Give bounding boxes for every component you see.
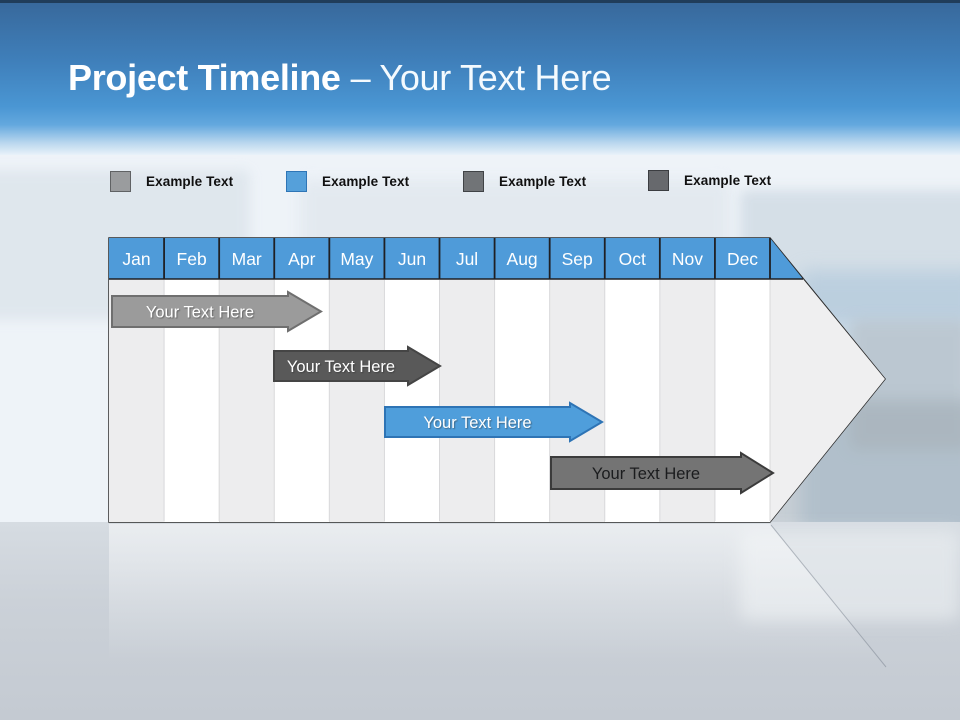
legend-item-2[interactable]: Example Text: [286, 171, 409, 192]
slide-title[interactable]: Project Timeline– Your Text Here: [68, 57, 612, 98]
timeline-bar-4[interactable]: Your Text Here: [550, 451, 775, 495]
month-label-jan: Jan: [122, 249, 150, 269]
title-bold-text: Project Timeline: [68, 57, 341, 98]
timeline-bar-2[interactable]: Your Text Here: [273, 345, 442, 387]
legend-label: Example Text: [684, 173, 772, 188]
bar-arrow-shape[interactable]: [273, 345, 442, 387]
legend-item-1[interactable]: Example Text: [110, 171, 233, 192]
month-label-feb: Feb: [177, 249, 207, 269]
header-cell-separators: [163, 238, 771, 279]
bar-label[interactable]: Your Text Here: [592, 465, 700, 483]
timeline-bar-3[interactable]: Your Text Here: [384, 401, 604, 443]
timeline-chart: Jan Feb Mar Apr May Jun Jul Aug Sep Oct …: [108, 237, 886, 523]
bar-arrow-shape[interactable]: [384, 401, 604, 443]
month-label-jun: Jun: [398, 249, 426, 269]
month-label-mar: Mar: [232, 249, 262, 269]
bar-arrow-shape[interactable]: [111, 290, 323, 333]
legend-item-3[interactable]: Example Text: [463, 171, 586, 192]
legend-swatch-blue: [286, 171, 307, 192]
month-label-sep: Sep: [562, 249, 593, 269]
timeline-bar-1[interactable]: Your Text Here: [111, 290, 323, 333]
reflection-arrow-shape: [109, 524, 885, 720]
bar-arrow-shape[interactable]: [550, 451, 775, 495]
legend-swatch-midgray: [463, 171, 484, 192]
chart-reflection: [109, 524, 887, 720]
legend-label: Example Text: [322, 174, 410, 189]
bar-label[interactable]: Your Text Here: [287, 358, 395, 376]
month-columns: [109, 279, 885, 522]
month-labels: Jan Feb Mar Apr May Jun Jul Aug Sep Oct …: [122, 249, 758, 269]
month-label-apr: Apr: [288, 249, 315, 269]
month-label-dec: Dec: [727, 249, 758, 269]
month-label-may: May: [340, 249, 373, 269]
bar-label[interactable]: Your Text Here: [146, 304, 254, 322]
month-label-oct: Oct: [619, 249, 646, 269]
bar-label[interactable]: Your Text Here: [423, 414, 531, 432]
month-label-jul: Jul: [456, 249, 478, 269]
top-banner: [0, 0, 960, 155]
title-light-text: – Your Text Here: [350, 57, 612, 98]
month-label-nov: Nov: [672, 249, 703, 269]
month-label-aug: Aug: [507, 249, 538, 269]
legend-label: Example Text: [499, 174, 587, 189]
legend-item-4[interactable]: Example Text: [648, 170, 771, 191]
legend-swatch-gray: [110, 171, 131, 192]
legend-swatch-darkgray: [648, 170, 669, 191]
month-header-band: [109, 238, 803, 279]
reflection-slant-line: [770, 524, 887, 668]
legend-label: Example Text: [146, 174, 234, 189]
